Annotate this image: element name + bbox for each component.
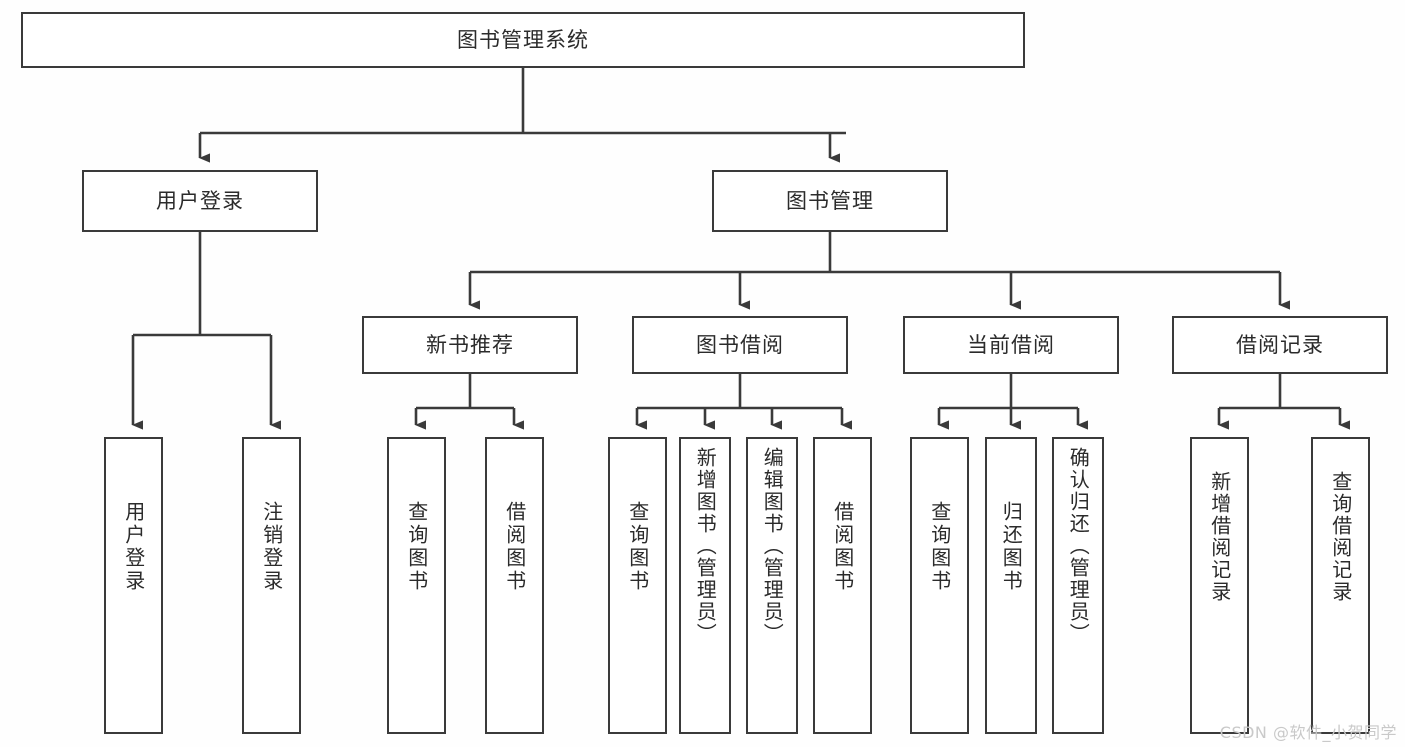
node-new-book-recommend-label: 新书推荐 xyxy=(426,332,514,357)
node-leaf-confirm-return[interactable]: 确认归还（管理员） xyxy=(1052,437,1104,734)
node-leaf-query-book-2[interactable]: 查询图书 xyxy=(608,437,667,734)
node-leaf-user-logout-label: 注销登录 xyxy=(259,501,284,593)
node-book-manage[interactable]: 图书管理 xyxy=(712,170,948,232)
node-leaf-query-book-1[interactable]: 查询图书 xyxy=(387,437,446,734)
node-leaf-edit-book[interactable]: 编辑图书（管理员） xyxy=(746,437,798,734)
node-leaf-borrow-book-2-label: 借阅图书 xyxy=(830,501,855,593)
node-leaf-query-record-label: 查询借阅记录 xyxy=(1328,471,1353,603)
node-leaf-query-book-1-label: 查询图书 xyxy=(404,501,429,593)
node-leaf-borrow-book-1-label: 借阅图书 xyxy=(502,501,527,593)
node-book-manage-label: 图书管理 xyxy=(786,188,874,213)
node-leaf-user-login-label: 用户登录 xyxy=(121,501,146,593)
node-root[interactable]: 图书管理系统 xyxy=(21,12,1025,68)
node-leaf-query-book-3-label: 查询图书 xyxy=(927,501,952,593)
node-leaf-borrow-book-1[interactable]: 借阅图书 xyxy=(485,437,544,734)
node-leaf-return-book-label: 归还图书 xyxy=(999,501,1024,593)
node-user-login[interactable]: 用户登录 xyxy=(82,170,318,232)
node-leaf-user-login[interactable]: 用户登录 xyxy=(104,437,163,734)
node-leaf-add-book[interactable]: 新增图书（管理员） xyxy=(679,437,731,734)
node-borrow-record[interactable]: 借阅记录 xyxy=(1172,316,1388,374)
node-user-login-label: 用户登录 xyxy=(156,188,244,213)
node-leaf-add-book-label: 新增图书（管理员） xyxy=(693,447,718,645)
node-root-label: 图书管理系统 xyxy=(457,27,589,52)
node-leaf-add-record[interactable]: 新增借阅记录 xyxy=(1190,437,1249,734)
node-current-borrow[interactable]: 当前借阅 xyxy=(903,316,1119,374)
node-leaf-borrow-book-2[interactable]: 借阅图书 xyxy=(813,437,872,734)
node-current-borrow-label: 当前借阅 xyxy=(967,332,1055,357)
node-borrow-record-label: 借阅记录 xyxy=(1236,332,1324,357)
node-leaf-query-record[interactable]: 查询借阅记录 xyxy=(1311,437,1370,734)
node-leaf-return-book[interactable]: 归还图书 xyxy=(985,437,1037,734)
node-leaf-confirm-return-label: 确认归还（管理员） xyxy=(1066,447,1091,645)
node-leaf-query-book-3[interactable]: 查询图书 xyxy=(910,437,969,734)
node-book-borrow[interactable]: 图书借阅 xyxy=(632,316,848,374)
node-leaf-query-book-2-label: 查询图书 xyxy=(625,501,650,593)
node-leaf-add-record-label: 新增借阅记录 xyxy=(1207,471,1232,603)
node-leaf-user-logout[interactable]: 注销登录 xyxy=(242,437,301,734)
node-leaf-edit-book-label: 编辑图书（管理员） xyxy=(760,447,785,645)
node-book-borrow-label: 图书借阅 xyxy=(696,332,784,357)
node-new-book-recommend[interactable]: 新书推荐 xyxy=(362,316,578,374)
